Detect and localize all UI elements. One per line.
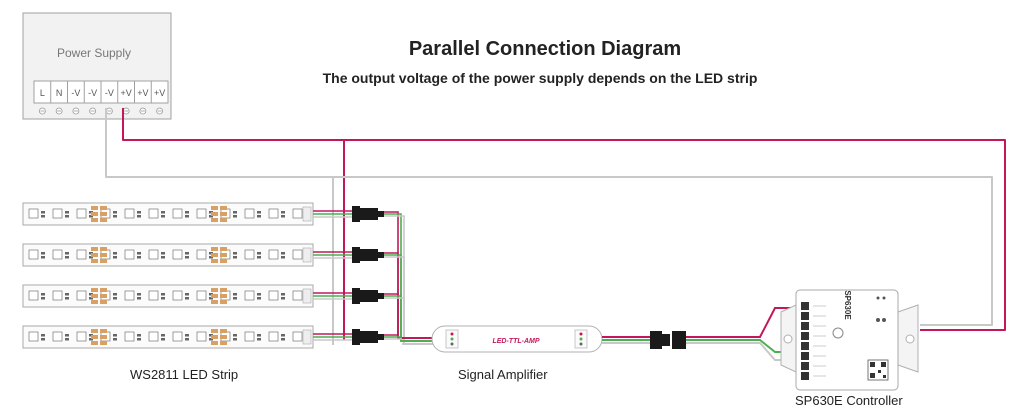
controller-brand-text: SP630E	[843, 290, 852, 320]
amplifier-output-connector	[650, 331, 686, 349]
solder-pads	[91, 329, 107, 345]
power-supply: Power Supply L N -V -V -V +V +V +V	[22, 12, 172, 120]
terminal-label: +V	[137, 88, 148, 98]
solder-pads	[211, 206, 227, 222]
terminal-label: +V	[120, 88, 131, 98]
jst-connector	[352, 288, 384, 304]
controller-terminal	[801, 362, 826, 370]
led-strip	[22, 243, 314, 267]
solder-pads	[91, 288, 107, 304]
negative-wire-main	[105, 108, 993, 326]
controller-terminal	[801, 302, 826, 310]
controller-label: SP630E Controller	[795, 393, 903, 408]
controller-terminal	[801, 332, 826, 340]
strip-lead-wires	[313, 210, 352, 218]
led-strip-label: WS2811 LED Strip	[130, 367, 239, 382]
solder-pads	[211, 288, 227, 304]
jst-connector	[352, 206, 384, 222]
terminal-label: +V	[154, 88, 165, 98]
jst-connector	[352, 247, 384, 263]
diagram-title: Parallel Connection Diagram	[408, 38, 682, 60]
controller-terminal	[801, 322, 826, 330]
strip-lead-wires	[313, 333, 352, 341]
terminal-screw-icon	[122, 107, 130, 115]
terminal-label: -V	[71, 88, 80, 98]
subtitle-emphasis: LED	[695, 70, 724, 86]
terminal-label: -V	[105, 88, 114, 98]
qr-code-icon	[867, 359, 889, 381]
terminal-label: N	[56, 88, 63, 98]
terminal-screw-icon	[55, 107, 63, 115]
amplifier-body-text: LED-TTL-AMP	[492, 338, 539, 345]
strip-lead-wires	[313, 292, 352, 300]
terminal-screw-icon	[105, 107, 113, 115]
power-supply-label: Power Supply	[57, 46, 131, 60]
terminal-screw-icon	[72, 107, 80, 115]
led-strip	[22, 284, 314, 308]
controller-terminal	[801, 352, 826, 360]
led-strip	[22, 202, 314, 226]
terminal-screw-icon	[139, 107, 147, 115]
solder-pads	[211, 329, 227, 345]
terminal-screw-icon	[38, 107, 46, 115]
solder-pads	[211, 247, 227, 263]
subtitle-suffix: strip	[723, 70, 758, 86]
amplifier-label: Signal Amplifier	[458, 367, 548, 382]
diagram-subtitle: The output voltage of the power supply d…	[240, 70, 840, 86]
positive-wire-main	[122, 108, 1006, 331]
terminal-label: -V	[88, 88, 97, 98]
connector-lead-wires	[384, 334, 405, 344]
controller-terminal	[801, 342, 826, 350]
terminal-screw-icon	[156, 107, 164, 115]
controller-terminal	[801, 372, 826, 380]
controller-button-icon	[832, 327, 844, 339]
wiring	[105, 108, 1006, 345]
led-strip	[22, 325, 314, 349]
controller-terminal	[801, 312, 826, 320]
solder-pads	[91, 247, 107, 263]
terminal-label: L	[40, 88, 45, 98]
sp630e-controller: SP630E	[780, 289, 919, 391]
signal-amplifier: LED-TTL-AMP	[402, 307, 800, 361]
solder-pads	[91, 206, 107, 222]
terminal-screw-icon	[89, 107, 97, 115]
strip-lead-wires	[313, 251, 352, 259]
jst-connector	[352, 329, 384, 345]
subtitle-text: The output voltage of the power supply d…	[322, 70, 696, 86]
